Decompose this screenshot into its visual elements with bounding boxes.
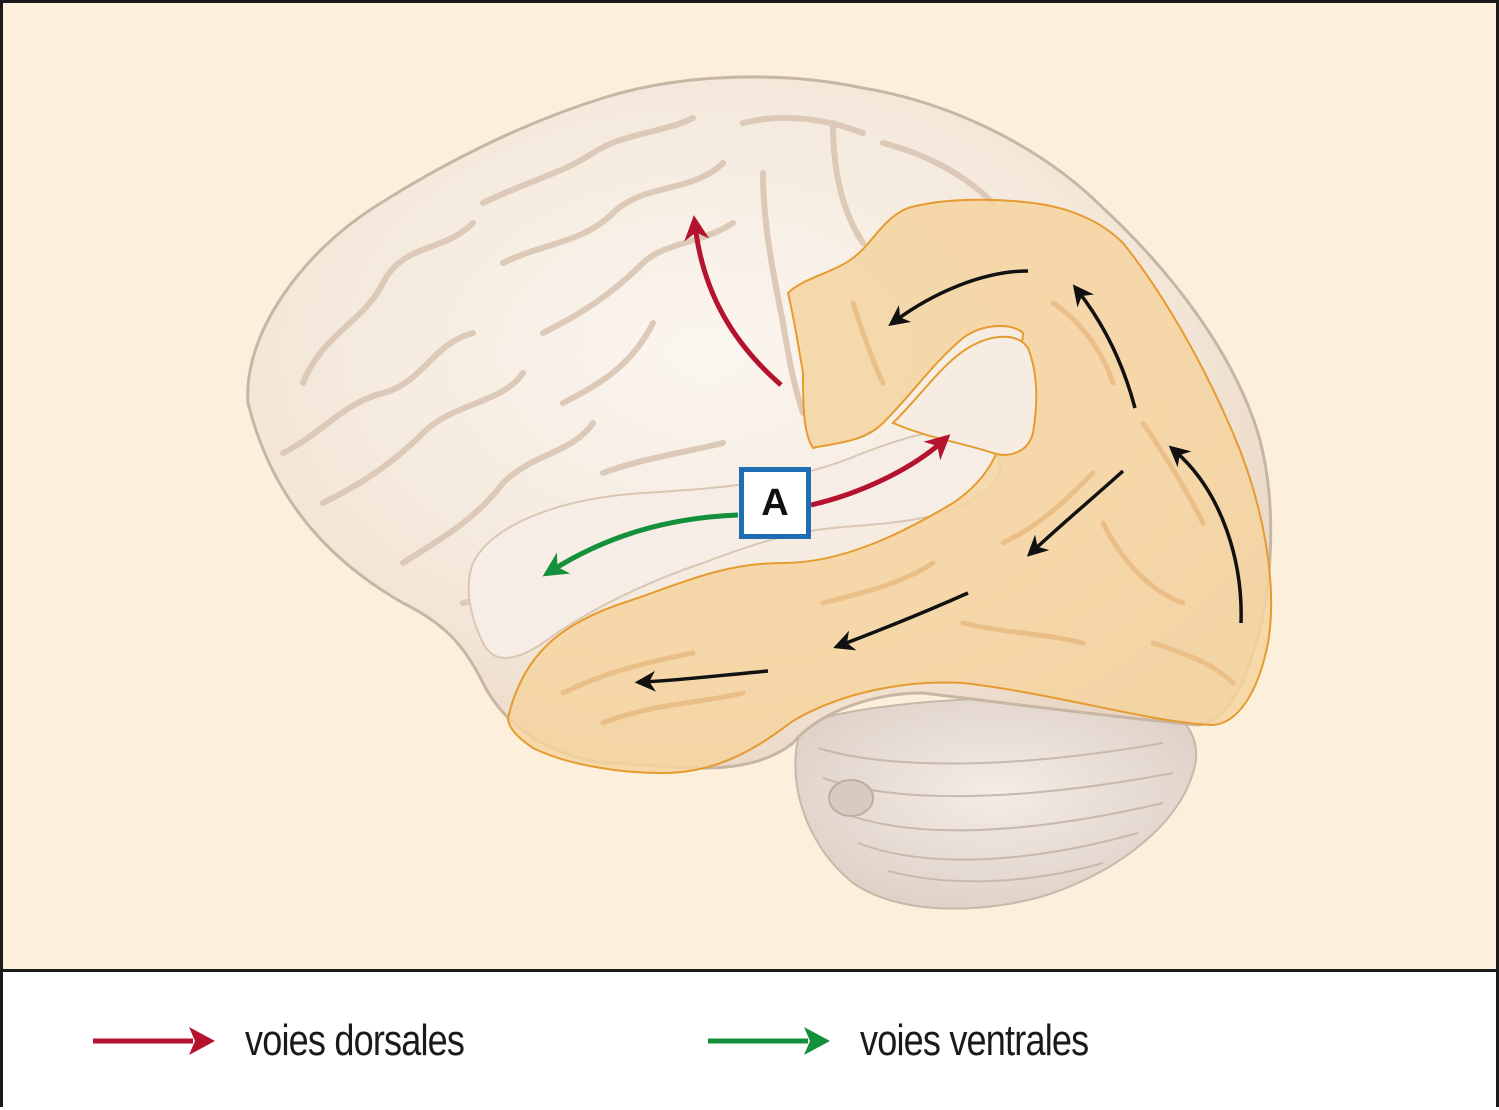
dorsal-arrow-right (810, 434, 951, 508)
black-arrow-5 (833, 591, 969, 651)
legend-dorsal-arrow-icon (93, 1027, 215, 1055)
legend-item-ventral: voies ventrales (708, 972, 1138, 1110)
highlighted-region (506, 198, 1273, 775)
black-arrow-1 (888, 269, 1029, 326)
legend: voies dorsales voies ventrales (3, 969, 1496, 1110)
legend-label-dorsal: voies dorsales (245, 1016, 465, 1065)
legend-label-ventral: voies ventrales (860, 1016, 1089, 1065)
ventral-arrow (542, 512, 739, 577)
highlight-texture (560, 300, 1236, 726)
dorsal-arrow-up (684, 215, 783, 387)
region-label-box: A (739, 467, 811, 539)
black-arrow-6 (634, 669, 769, 692)
black-arrow-3 (1168, 445, 1243, 624)
legend-item-dorsal: voies dorsales (93, 972, 512, 1110)
brain-diagram (3, 3, 1496, 969)
black-arrows (634, 269, 1243, 692)
black-arrow-4 (1026, 469, 1125, 557)
black-arrow-2 (1072, 284, 1137, 409)
legend-ventral-arrow-icon (708, 1027, 830, 1055)
illustration-panel: A (3, 3, 1496, 969)
inner-window (891, 335, 1038, 456)
region-label-text: A (761, 481, 789, 524)
dorsal-arrows (684, 215, 951, 508)
